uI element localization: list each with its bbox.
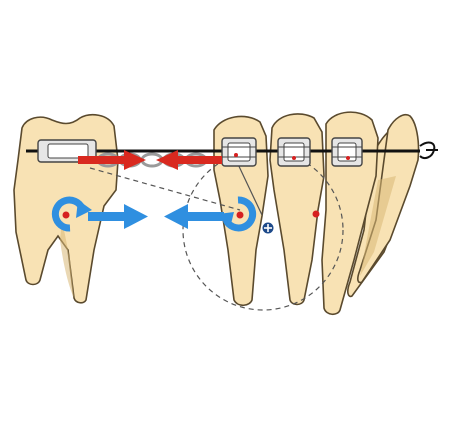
centers-of-resistance bbox=[62, 153, 350, 219]
bracket-lateral bbox=[331, 137, 363, 167]
brackets bbox=[221, 137, 363, 167]
bracket-canine bbox=[277, 137, 311, 167]
bracket-premolar bbox=[221, 137, 257, 167]
center-of-resistance-molar bbox=[62, 211, 70, 219]
orbit-guide bbox=[182, 149, 344, 311]
vector-guides bbox=[89, 159, 263, 216]
bracket-dot-premolar bbox=[234, 153, 238, 157]
translation-arrows-blue bbox=[88, 204, 224, 229]
bracket-dot-canine bbox=[292, 156, 296, 160]
force-arrows-red bbox=[78, 150, 222, 170]
translation-arrow-right bbox=[88, 204, 148, 229]
center-of-resistance-premolar bbox=[236, 211, 244, 219]
archwire-end-loop bbox=[419, 141, 438, 159]
bracket-dot-lateral bbox=[346, 156, 350, 160]
rotation-icons bbox=[51, 196, 257, 232]
rotation-icon-premolar bbox=[218, 196, 257, 232]
rotation-icon-molar bbox=[51, 196, 92, 232]
translation-arrow-left bbox=[164, 204, 224, 229]
mini-screw-marker bbox=[261, 221, 275, 235]
force-arrow-red-left bbox=[156, 150, 222, 170]
force-arrow-red-right bbox=[78, 150, 146, 170]
incisor-teeth bbox=[347, 114, 420, 298]
center-of-resistance-canine bbox=[312, 210, 320, 218]
